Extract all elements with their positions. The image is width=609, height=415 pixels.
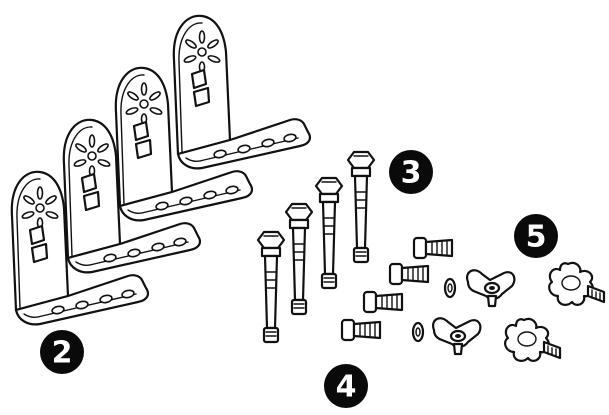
screw-1 [412,236,454,260]
callout-brackets-label: 2 [52,336,73,371]
washer-1 [443,277,457,299]
screw-3 [362,290,404,314]
callout-screws-label: 4 [336,370,357,405]
screw-2 [388,262,430,286]
screw-4 [340,318,382,342]
callout-bolts-label: 3 [401,156,422,191]
bolt-3 [314,176,344,290]
callout-screws-circle [324,364,368,408]
callout-knobs-circle [514,214,558,258]
callout-knobs: 5 [514,214,558,258]
callout-bolts-circle [389,150,433,194]
fastener-group [431,261,606,362]
bolt-2 [284,202,314,316]
callout-knobs-label: 5 [526,220,547,255]
star-knob-2 [504,317,562,362]
bolt-1 [256,230,286,344]
callout-screws: 4 [324,364,368,408]
star-knob-1 [548,261,606,306]
washer-2 [411,321,425,343]
wing-nut-2 [431,317,482,356]
callout-brackets: 2 [40,330,84,374]
bolt-group [256,150,376,344]
callout-brackets-circle [40,330,84,374]
bracket-4 [172,14,312,170]
callout-bolts: 3 [389,150,433,194]
wing-nut-1 [465,269,516,308]
bolt-4 [346,150,376,264]
